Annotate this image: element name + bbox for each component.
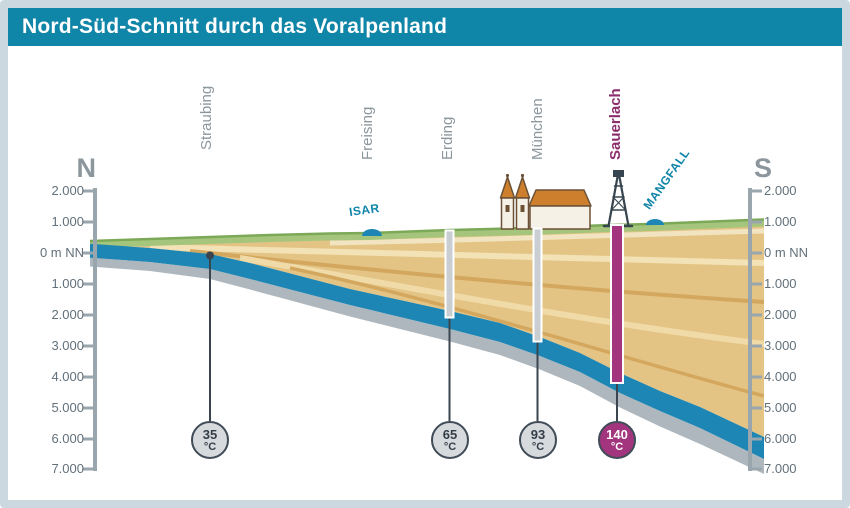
temperature-badge-muenchen: 93 °C [519,421,557,459]
scale-right-1000b: 1.000 [764,276,797,291]
scale-left-3000: 3.000 [51,338,84,353]
temperature-value: 140 [606,426,628,442]
city-label-muenchen: München [529,98,546,160]
page-title: Nord-Süd-Schnitt durch das Voralpenland [22,15,448,38]
diagram-canvas [8,46,842,500]
temperature-value: 35 [202,426,218,442]
scale-right-3000: 3.000 [764,338,797,353]
scale-right-2000b: 2.000 [764,307,797,322]
scale-left-1000a: 1.000 [51,214,84,229]
compass-south: S [754,153,773,183]
scale-right-6000: 6.000 [764,431,797,446]
temperature-value: 93 [530,426,546,442]
temperature-unit: °C [203,440,217,453]
scale-right-7000: 7.000 [764,461,797,476]
title-bar: Nord-Süd-Schnitt durch das Voralpenland [8,8,842,46]
temperature-value: 65 [442,426,458,442]
scale-left-5000: 5.000 [51,400,84,415]
temperature-badge-sauerlach: 140 °C [598,421,636,459]
temperature-unit: °C [531,440,545,453]
city-label-sauerlach: Sauerlach [607,88,624,160]
scale-left-0mnn: 0 m NN [39,245,84,260]
scale-left-2000b: 2.000 [51,307,84,322]
scale-right-1000a: 1.000 [764,214,797,229]
scale-left-4000: 4.000 [51,369,84,384]
compass-north: N [76,153,97,183]
scale-left-7000: 7.000 [51,461,84,476]
scale-left-2000a: 2.000 [51,183,84,198]
temperature-badge-erding: 65 °C [431,421,469,459]
scale-left-6000: 6.000 [51,431,84,446]
city-label-freising: Freising [359,106,376,160]
scale-right-2000a: 2.000 [764,183,797,198]
temperature-unit: °C [443,440,457,453]
city-label-erding: Erding [439,116,456,160]
scale-right-5000: 5.000 [764,400,797,415]
temperature-unit: °C [610,440,624,453]
city-label-straubing: Straubing [198,85,215,150]
scale-right-4000: 4.000 [764,369,797,384]
scale-left-1000b: 1.000 [51,276,84,291]
scale-right-0mnn: 0 m NN [764,245,809,260]
temperature-badge-straubing: 35 °C [191,421,229,459]
